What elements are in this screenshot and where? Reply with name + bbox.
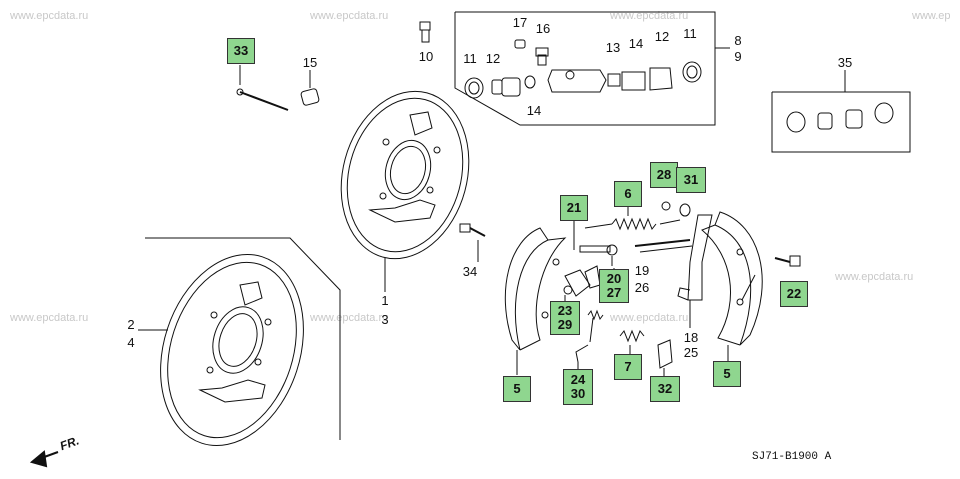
callout-part-24-30[interactable]: 24 30 (563, 369, 593, 405)
brake-shoe-right (701, 211, 763, 362)
watermark: www.epcdata.ru (310, 10, 389, 22)
callout-part-31[interactable]: 31 (676, 167, 706, 193)
label-part-12-left: 12 (485, 51, 501, 66)
label-part-14-top: 14 (628, 36, 644, 51)
callout-part-33[interactable]: 33 (227, 38, 255, 64)
label-part-17: 17 (512, 15, 528, 30)
label-part-1: 1 (381, 293, 389, 308)
callout-part-5-right-label: 5 (723, 366, 731, 381)
nut-15 (300, 70, 320, 106)
callout-part-33-label: 33 (233, 43, 249, 58)
callout-part-31-label: 31 (683, 172, 699, 187)
callout-part-32[interactable]: 32 (650, 376, 680, 402)
bleeder-10 (419, 21, 431, 43)
callout-part-23-29[interactable]: 23 29 (550, 301, 580, 335)
backing-plate-lower (138, 253, 304, 447)
callout-part-20-27[interactable]: 20 27 (599, 269, 629, 303)
watermark: www.epcdata.ru (835, 271, 914, 283)
callout-part-7[interactable]: 7 (614, 354, 642, 380)
strut-19 (634, 239, 693, 253)
front-arrow (29, 450, 59, 468)
callout-part-5-left-label: 5 (513, 381, 521, 396)
label-part-35: 35 (837, 55, 853, 70)
label-part-34: 34 (462, 264, 478, 279)
clip-32 (657, 339, 673, 376)
label-part-13: 13 (605, 40, 621, 55)
callout-part-27-label: 27 (606, 285, 622, 300)
callout-part-20-label: 20 (606, 271, 622, 286)
watermark: www.epcdata.ru (610, 312, 689, 324)
callout-part-21-label: 21 (566, 200, 582, 215)
label-part-9: 9 (734, 49, 742, 64)
callout-part-6[interactable]: 6 (614, 181, 642, 207)
panel-outline (145, 237, 341, 440)
watermark: www.ep (912, 10, 951, 22)
callout-part-24-label: 24 (570, 372, 586, 387)
callout-part-5-left[interactable]: 5 (503, 376, 531, 402)
label-part-19: 19 (634, 263, 650, 278)
callout-part-22-label: 22 (786, 286, 802, 301)
label-part-18: 18 (683, 330, 699, 345)
label-part-3: 3 (381, 312, 389, 327)
callout-part-6-label: 6 (624, 186, 632, 201)
callout-part-22[interactable]: 22 (780, 281, 808, 307)
callout-part-28-label: 28 (656, 167, 672, 182)
callout-part-21[interactable]: 21 (560, 195, 588, 221)
bolt-33 (236, 65, 289, 111)
callout-part-29-label: 29 (557, 317, 573, 332)
label-part-2: 2 (127, 317, 135, 332)
label-part-11-left: 11 (463, 51, 477, 66)
watermark: www.epcdata.ru (10, 10, 89, 22)
spring-7 (619, 329, 645, 356)
cylinder-group-bracket (454, 11, 716, 126)
callout-part-28[interactable]: 28 (650, 162, 678, 188)
part-35-bracket (771, 91, 911, 153)
brake-shoe-left (504, 227, 567, 375)
wheel-cylinder-parts (464, 39, 702, 99)
spring-24-30 (575, 309, 604, 368)
watermark: www.epcdata.ru (610, 10, 689, 22)
watermark: www.epcdata.ru (10, 312, 89, 324)
watermark: www.epcdata.ru (310, 312, 389, 324)
label-part-16: 16 (535, 21, 551, 36)
clip-28-31 (661, 201, 691, 217)
callout-part-23-label: 23 (557, 303, 573, 318)
adjuster-parts-23-29 (563, 265, 601, 297)
label-part-10: 10 (418, 49, 434, 64)
part-35-kit (786, 102, 894, 133)
pin-22 (774, 255, 801, 267)
backing-plate-upper (340, 90, 470, 292)
callout-part-7-label: 7 (624, 359, 632, 374)
label-part-15: 15 (302, 55, 318, 70)
callout-part-32-label: 32 (657, 381, 673, 396)
adjuster-20 (579, 244, 618, 266)
parking-lever (677, 214, 713, 328)
spring-6 (584, 217, 681, 231)
bolt-34 (459, 223, 486, 262)
callout-part-30-label: 30 (570, 386, 586, 401)
diagram-code: SJ71-B1900 A (752, 451, 832, 463)
label-part-26: 26 (634, 280, 650, 295)
callout-part-5-right[interactable]: 5 (713, 361, 741, 387)
label-part-8: 8 (734, 33, 742, 48)
label-part-12-right: 12 (654, 29, 670, 44)
leader-lines (564, 204, 756, 372)
label-part-11-right: 11 (683, 26, 697, 41)
label-part-14-bottom: 14 (526, 103, 542, 118)
label-part-25: 25 (683, 345, 699, 360)
label-part-4: 4 (127, 335, 135, 350)
